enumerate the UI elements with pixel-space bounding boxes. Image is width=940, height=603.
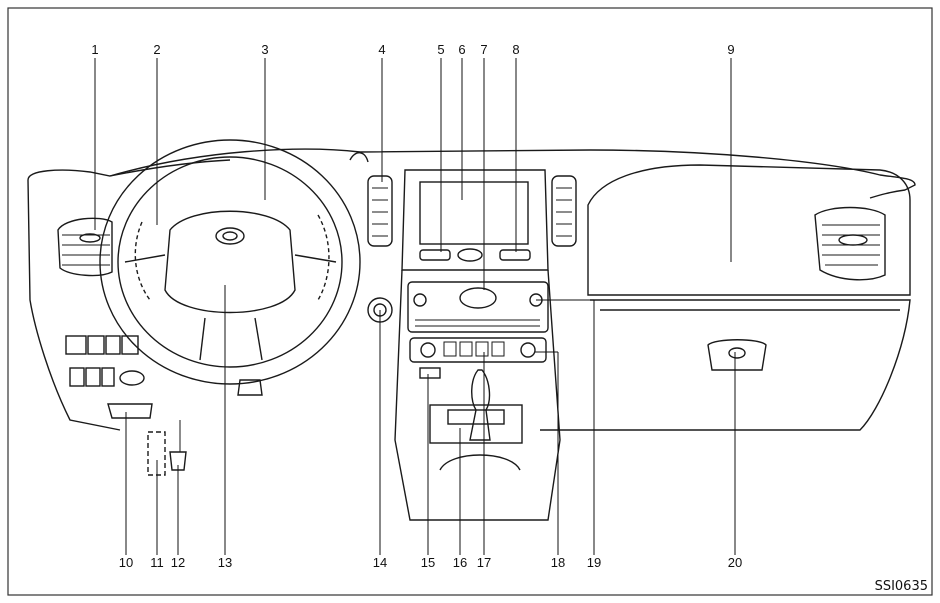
steering-wheel xyxy=(99,139,361,396)
center-stack xyxy=(367,169,577,521)
callout-13: 13 xyxy=(218,555,232,570)
figure-frame xyxy=(7,7,933,596)
callout-2: 2 xyxy=(153,42,160,57)
callout-10: 10 xyxy=(119,555,133,570)
callout-20: 20 xyxy=(728,555,742,570)
callout-15: 15 xyxy=(421,555,435,570)
leader-lines xyxy=(94,58,736,555)
callout-4: 4 xyxy=(378,42,385,57)
callout-11: 11 xyxy=(150,555,164,570)
callout-16: 16 xyxy=(453,555,467,570)
callout-8: 8 xyxy=(512,42,519,57)
callout-18: 18 xyxy=(551,555,565,570)
dashboard-body xyxy=(27,148,916,476)
callout-1: 1 xyxy=(91,42,98,57)
callout-labels: 1 2 3 4 5 6 7 8 9 10 11 12 13 14 15 16 1… xyxy=(91,42,742,570)
callout-7: 7 xyxy=(480,42,487,57)
figure-code: SSI0635 xyxy=(875,579,928,594)
callout-5: 5 xyxy=(437,42,444,57)
callout-6: 6 xyxy=(458,42,465,57)
callout-19: 19 xyxy=(587,555,601,570)
callout-3: 3 xyxy=(261,42,268,57)
callout-9: 9 xyxy=(727,42,734,57)
callout-14: 14 xyxy=(373,555,387,570)
callout-17: 17 xyxy=(477,555,491,570)
callout-12: 12 xyxy=(171,555,185,570)
